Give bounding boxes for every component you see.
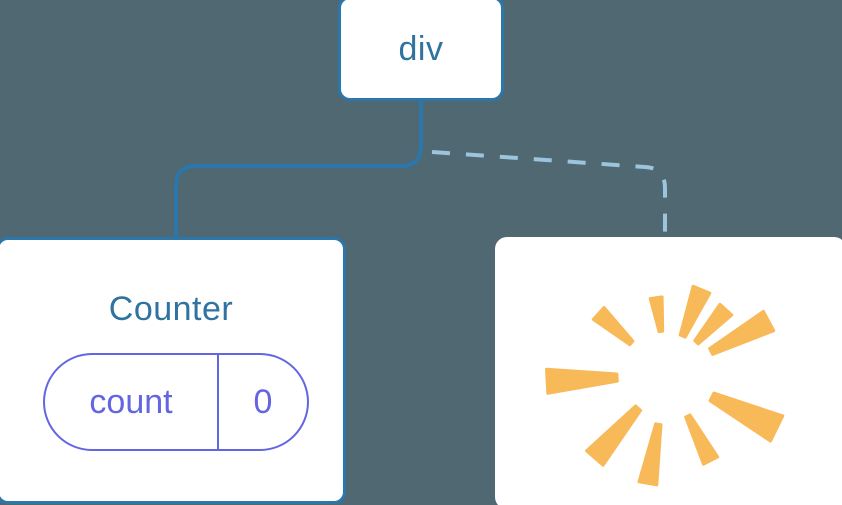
starburst-ray-4: [545, 367, 619, 395]
node-div[interactable]: div: [338, 0, 504, 101]
state-value-label: 0: [253, 383, 273, 421]
starburst-ray-10: [693, 302, 734, 346]
starburst-ray-6: [637, 422, 663, 487]
state-pill-count[interactable]: count 0: [43, 353, 309, 451]
edge-div-burst: [431, 150, 667, 239]
starburst-ray-1: [678, 284, 712, 339]
starburst-ray-2: [648, 295, 665, 334]
starburst-ray-5: [585, 404, 643, 467]
node-counter[interactable]: Counter count 0: [0, 237, 346, 504]
node-div-label: div: [398, 29, 444, 68]
node-counter-title: Counter: [108, 290, 234, 328]
starburst-ray-8: [708, 391, 785, 443]
starburst-ray-7: [684, 413, 720, 466]
starburst-ray-3: [591, 306, 635, 347]
edge-div-counter: [174, 99, 423, 241]
starburst-ray-9: [708, 309, 776, 356]
state-key-label: count: [45, 355, 219, 449]
starburst-icon: [545, 284, 785, 487]
node-burst[interactable]: [495, 237, 842, 505]
